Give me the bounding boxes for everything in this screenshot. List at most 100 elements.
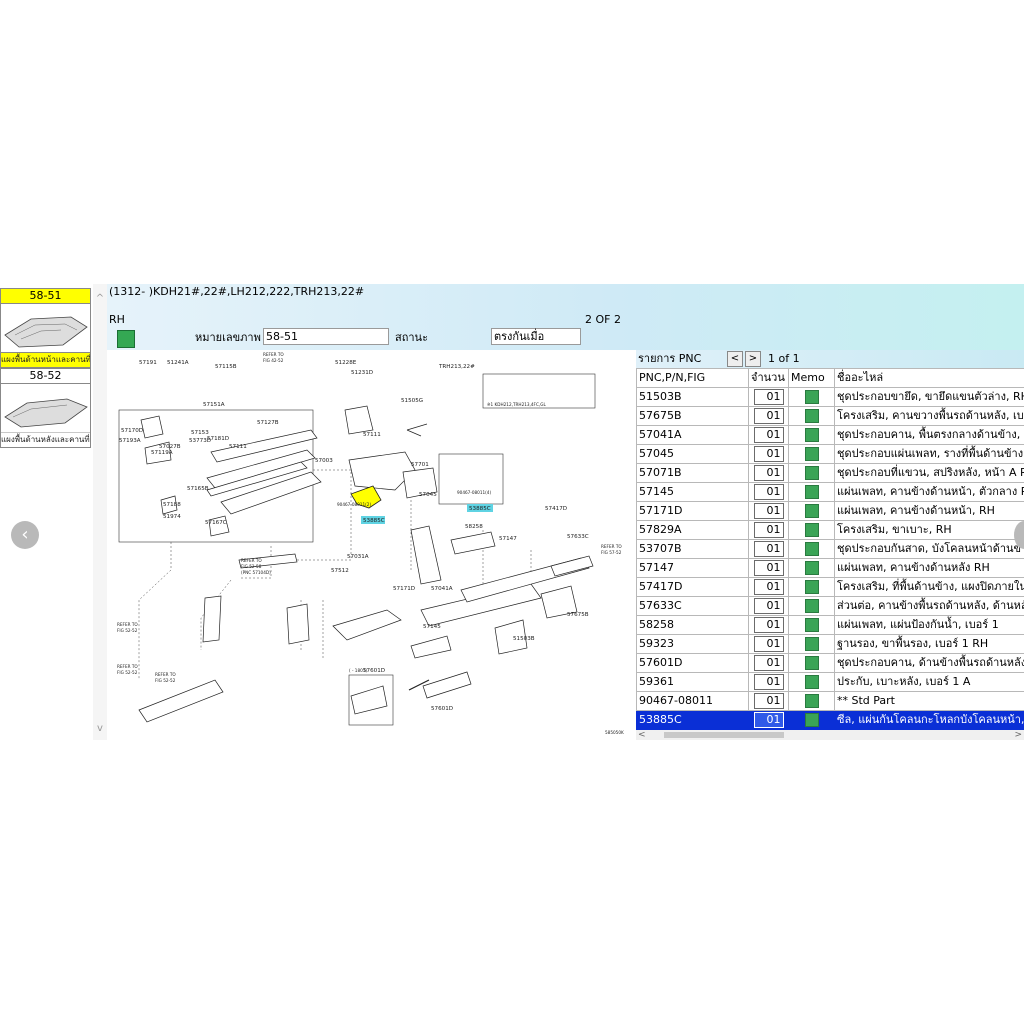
qty-input[interactable]: 01: [753, 655, 784, 671]
part-name-cell[interactable]: ชุดประกอบกันสาด, บังโคลนหน้าด้านข้าง: [834, 539, 1024, 559]
prev-page-button[interactable]: <: [727, 351, 743, 367]
part-name-cell[interactable]: ชุดประกอบคาน, พื้นตรงกลางด้านข้าง, RH: [834, 425, 1024, 445]
part-name-cell[interactable]: ฐานรอง, ขาพื้นรอง, เบอร์ 1 RH: [834, 634, 1024, 654]
qty-input[interactable]: 01: [753, 446, 784, 462]
memo-icon[interactable]: [804, 637, 819, 651]
memo-icon[interactable]: [804, 390, 819, 404]
thumbnail-scrollbar[interactable]: ^ v: [93, 284, 107, 740]
pnc-cell[interactable]: 57045: [636, 444, 749, 464]
memo-icon[interactable]: [804, 618, 819, 632]
qty-input[interactable]: 01: [753, 636, 784, 652]
memo-icon[interactable]: [117, 330, 135, 348]
scroll-down-icon[interactable]: v: [97, 723, 103, 734]
qty-input[interactable]: 01: [753, 598, 784, 614]
part-name-cell[interactable]: ชุดประกอบขายึด, ขายึดแขนตัวล่าง, RH: [834, 387, 1024, 407]
scroll-left-icon[interactable]: <: [638, 730, 646, 740]
part-name-cell[interactable]: แผ่นเพลท, คานข้างด้านหน้า, ตัวกลาง RH: [834, 482, 1024, 502]
qty-input[interactable]: 01: [753, 617, 784, 633]
part-name-cell[interactable]: แผ่นเพลท, แผ่นป้องกันน้ำ, เบอร์ 1: [834, 615, 1024, 635]
column-header-memo[interactable]: Memo: [788, 368, 835, 388]
memo-icon[interactable]: [804, 428, 819, 442]
qty-input[interactable]: 01: [753, 427, 784, 443]
memo-icon[interactable]: [804, 675, 819, 689]
scroll-up-icon[interactable]: ^: [95, 293, 105, 304]
pnc-cell[interactable]: 57633C: [636, 596, 749, 616]
qty-input[interactable]: 01: [753, 712, 784, 728]
memo-icon[interactable]: [804, 523, 819, 537]
part-name-cell[interactable]: ซีล, แผ่นกันโคลนกะโหลกบังโคลนหน้า,: [834, 710, 1024, 730]
pnc-cell[interactable]: 90467-08011: [636, 691, 749, 711]
pnc-cell[interactable]: 57145: [636, 482, 749, 502]
part-name-cell[interactable]: ส่วนต่อ, คานข้างพื้นรถด้านหลัง, ด้านหลัง: [834, 596, 1024, 616]
chevron-right-icon[interactable]: [1014, 521, 1024, 549]
pnc-cell[interactable]: 57147: [636, 558, 749, 578]
pnc-cell[interactable]: 57041A: [636, 425, 749, 445]
memo-icon[interactable]: [804, 542, 819, 556]
pnc-cell[interactable]: 53885C: [636, 710, 749, 730]
thumbnail-58-51[interactable]: 58-51 แผงพื้นด้านหน้าและคานที่: [0, 288, 91, 368]
memo-icon[interactable]: [804, 599, 819, 613]
pnc-cell[interactable]: 57171D: [636, 501, 749, 521]
part-name-cell[interactable]: ชุดประกอบคาน, ด้านข้างพื้นรถด้านหลัง,: [834, 653, 1024, 673]
column-header-qty[interactable]: จำนวน: [748, 368, 789, 388]
part-name-cell[interactable]: โครงเสริม, คานขวางพื้นรถด้านหลัง, เบอร์: [834, 406, 1024, 426]
part-name-cell[interactable]: ** Std Part: [834, 691, 1024, 711]
part-name-cell[interactable]: แผ่นเพลท, คานข้างด้านหลัง RH: [834, 558, 1024, 578]
pnc-cell[interactable]: 57829A: [636, 520, 749, 540]
part-name-cell[interactable]: ชุดประกอบที่แขวน, สปริงหลัง, หน้า A RH: [834, 463, 1024, 483]
part-name-cell[interactable]: โครงเสริม, ขาเบาะ, RH: [834, 520, 1024, 540]
pnc-cell[interactable]: 59323: [636, 634, 749, 654]
pnc-cell[interactable]: 57675B: [636, 406, 749, 426]
pnc-cell[interactable]: 53707B: [636, 539, 749, 559]
scroll-right-icon[interactable]: >: [1014, 730, 1022, 740]
scrollbar-thumb[interactable]: [664, 732, 784, 738]
pnc-cell[interactable]: 51503B: [636, 387, 749, 407]
memo-icon[interactable]: [804, 694, 819, 708]
column-header-pnc[interactable]: PNC,P/N,FIG: [636, 368, 749, 388]
pnc-cell[interactable]: 57601D: [636, 653, 749, 673]
memo-icon[interactable]: [804, 713, 819, 727]
qty-input[interactable]: 01: [753, 541, 784, 557]
qty-input[interactable]: 01: [753, 560, 784, 576]
memo-icon[interactable]: [804, 504, 819, 518]
memo-icon[interactable]: [804, 409, 819, 423]
part-name-cell[interactable]: ประกับ, เบาะหลัง, เบอร์ 1 A: [834, 672, 1024, 692]
qty-input[interactable]: 01: [753, 484, 784, 500]
pnc-cell[interactable]: 57417D: [636, 577, 749, 597]
memo-icon[interactable]: [804, 656, 819, 670]
part-name-cell[interactable]: แผ่นเพลท, คานข้างด้านหน้า, RH: [834, 501, 1024, 521]
part-name-cell[interactable]: โครงเสริม, ที่พื้นด้านข้าง, แผงปิดภายใน: [834, 577, 1024, 597]
memo-icon[interactable]: [804, 466, 819, 480]
pnc-cell[interactable]: 59361: [636, 672, 749, 692]
horizontal-scrollbar[interactable]: < >: [636, 730, 1024, 740]
qty-input[interactable]: 01: [753, 674, 784, 690]
column-header-name[interactable]: ชื่ออะไหล่: [834, 368, 1024, 388]
qty-input[interactable]: 01: [753, 503, 784, 519]
qty-input[interactable]: 01: [753, 389, 784, 405]
memo-icon[interactable]: [804, 561, 819, 575]
memo-icon[interactable]: [804, 485, 819, 499]
chevron-left-icon[interactable]: ‹: [11, 521, 39, 549]
qty-input[interactable]: 01: [753, 693, 784, 709]
qty-input[interactable]: 01: [753, 522, 784, 538]
status-field[interactable]: ตรงกันเมื่อ: [491, 328, 581, 345]
memo-icon[interactable]: [804, 580, 819, 594]
